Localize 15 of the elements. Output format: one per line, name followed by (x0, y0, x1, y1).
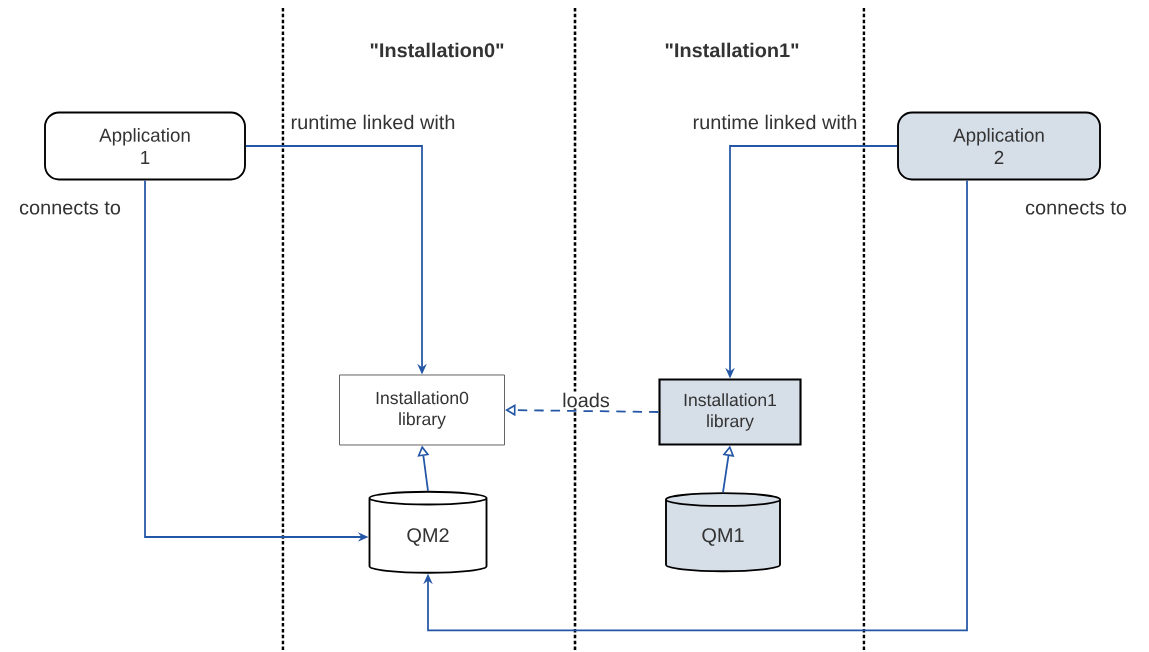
library-box: Installation0 library (339, 374, 505, 446)
edge-label: runtime linked with (693, 114, 857, 130)
edge-label: runtime linked with (291, 114, 455, 130)
application-box: Application 1 (44, 111, 246, 181)
connector-arrow (423, 179, 968, 632)
library-box: Installation1 library (658, 378, 802, 446)
edge-label: loads (563, 392, 610, 408)
application-box: Application 2 (897, 111, 1101, 181)
column-heading: "Installation1" (665, 42, 799, 58)
column-heading: "Installation0" (370, 42, 504, 58)
queue-manager-cylinder: QM2 (368, 490, 488, 574)
edge-label: connects to (19, 201, 121, 215)
connector-arrow (505, 404, 660, 417)
edge-label: connects to (1025, 201, 1127, 215)
queue-manager-cylinder: QM1 (665, 492, 781, 573)
